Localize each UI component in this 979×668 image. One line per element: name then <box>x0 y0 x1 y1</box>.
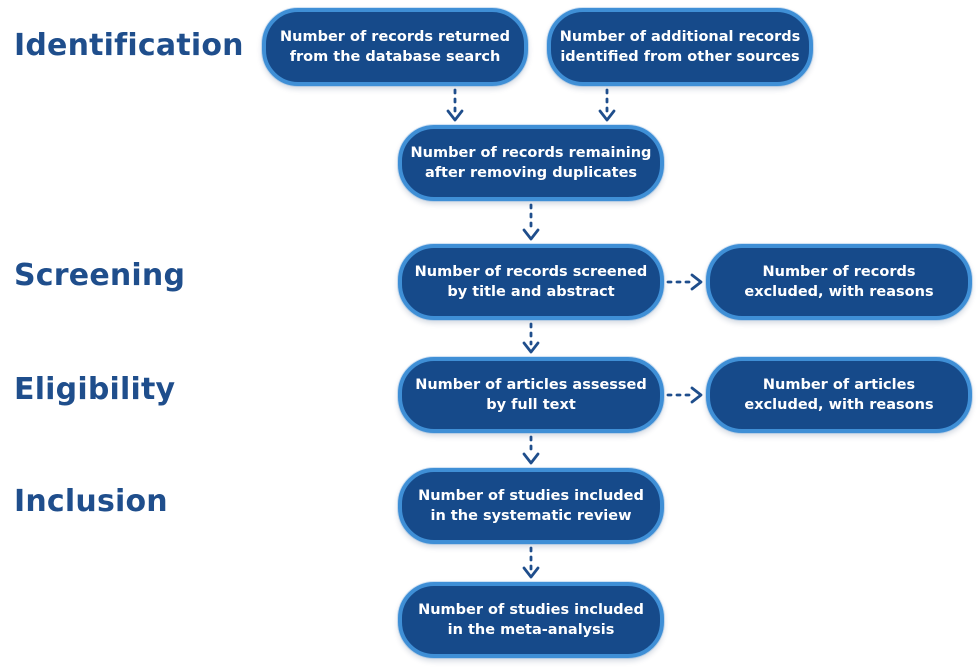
node-screened: Number of records screened by title and … <box>398 244 664 320</box>
node-text-line: after removing duplicates <box>424 165 638 181</box>
node-text-line: Number of articles assessed <box>415 377 647 393</box>
node-meta-analysis: Number of studies included in the meta-a… <box>398 582 664 658</box>
node-articles-excluded: Number of articles excluded, with reason… <box>706 357 972 433</box>
arrowhead-icon <box>522 341 540 354</box>
node-text-line: Number of records returned <box>280 29 510 45</box>
node-text-line: Number of studies included <box>418 488 644 504</box>
node-text-line: Number of articles <box>762 377 916 393</box>
stage-label-inclusion: Inclusion <box>14 484 168 519</box>
node-text-line: Number of studies included <box>418 602 644 618</box>
node-full-text: Number of articles assessed by full text <box>398 357 664 433</box>
node-other-sources: Number of additional records identified … <box>547 8 813 86</box>
arrowhead-icon <box>522 228 540 241</box>
node-text-line: Number of additional records <box>559 29 801 45</box>
node-text-line: by full text <box>486 397 576 413</box>
arrowhead-icon <box>522 566 540 579</box>
node-text-line: identified from other sources <box>560 49 800 65</box>
node-text-line: Number of records remaining <box>410 145 652 161</box>
stage-label-screening: Screening <box>14 258 186 293</box>
node-text-line: excluded, with reasons <box>744 397 934 413</box>
node-text-line: Number of records <box>762 264 916 280</box>
node-text-line: from the database search <box>289 49 501 65</box>
arrowhead-icon <box>690 386 703 404</box>
node-after-duplicates: Number of records remaining after removi… <box>398 125 664 201</box>
arrowhead-icon <box>522 452 540 465</box>
node-text-line: in the systematic review <box>430 508 632 524</box>
arrowhead-icon <box>690 273 703 291</box>
node-database-search: Number of records returned from the data… <box>262 8 528 86</box>
node-systematic-review: Number of studies included in the system… <box>398 468 664 544</box>
stage-label-identification: Identification <box>14 28 244 63</box>
node-records-excluded: Number of records excluded, with reasons <box>706 244 972 320</box>
stage-label-eligibility: Eligibility <box>14 372 176 407</box>
node-text-line: Number of records screened <box>414 264 648 280</box>
node-text-line: by title and abstract <box>447 284 615 300</box>
arrowhead-icon <box>598 109 616 122</box>
node-text-line: excluded, with reasons <box>744 284 934 300</box>
node-text-line: in the meta-analysis <box>447 622 615 638</box>
arrowhead-icon <box>446 109 464 122</box>
